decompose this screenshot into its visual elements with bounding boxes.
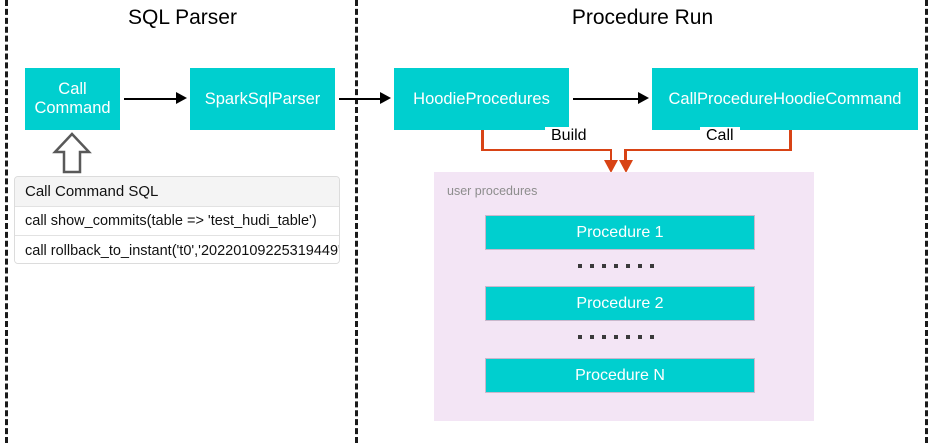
node-call-procedure-hoodie-command[interactable]: CallProcedureHoodieCommand	[652, 68, 918, 130]
build-connector-vertical	[481, 130, 484, 151]
call-label: Call	[700, 127, 740, 145]
arrow-procedures-to-command-line	[573, 98, 638, 100]
build-connector-arrowhead	[604, 160, 618, 173]
node-hoodie-procedures[interactable]: HoodieProcedures	[394, 68, 569, 130]
procedure-box-n[interactable]: Procedure N	[485, 358, 755, 393]
sql-table-row[interactable]: call rollback_to_instant('t0','202201092…	[15, 236, 339, 263]
call-connector-arrowhead	[618, 160, 633, 173]
section-title-sql-parser: SQL Parser	[128, 6, 237, 29]
call-connector-drop	[624, 148, 627, 163]
ellipsis-2	[578, 335, 654, 339]
ellipsis-1	[578, 264, 654, 268]
procedure-box-1[interactable]: Procedure 1	[485, 215, 755, 250]
call-command-sql-table: Call Command SQL call show_commits(table…	[14, 176, 340, 264]
section-title-procedure-run: Procedure Run	[571, 6, 714, 29]
sql-table-row[interactable]: call show_commits(table => 'test_hudi_ta…	[15, 207, 339, 236]
sql-table-header: Call Command SQL	[15, 177, 339, 207]
divider-left	[5, 0, 8, 443]
build-connector-drop	[609, 148, 612, 163]
node-spark-sql-parser[interactable]: SparkSqlParser	[190, 68, 335, 130]
procedure-box-2[interactable]: Procedure 2	[485, 286, 755, 321]
user-procedures-label: user procedures	[447, 184, 538, 198]
build-label: Build	[545, 127, 593, 145]
arrow-parser-to-procedures-head	[380, 92, 391, 104]
arrow-call-to-parser-line	[124, 98, 176, 100]
node-call-command[interactable]: Call Command	[25, 68, 120, 130]
arrow-call-to-parser-head	[176, 92, 187, 104]
divider-middle	[355, 0, 358, 443]
up-arrow-icon	[52, 132, 92, 179]
arrow-procedures-to-command-head	[638, 92, 649, 104]
arrow-parser-to-procedures-line	[339, 98, 380, 100]
divider-right	[925, 0, 928, 443]
call-connector-horizontal	[624, 148, 791, 151]
build-connector-horizontal	[481, 148, 612, 151]
call-connector-vertical	[789, 130, 792, 151]
